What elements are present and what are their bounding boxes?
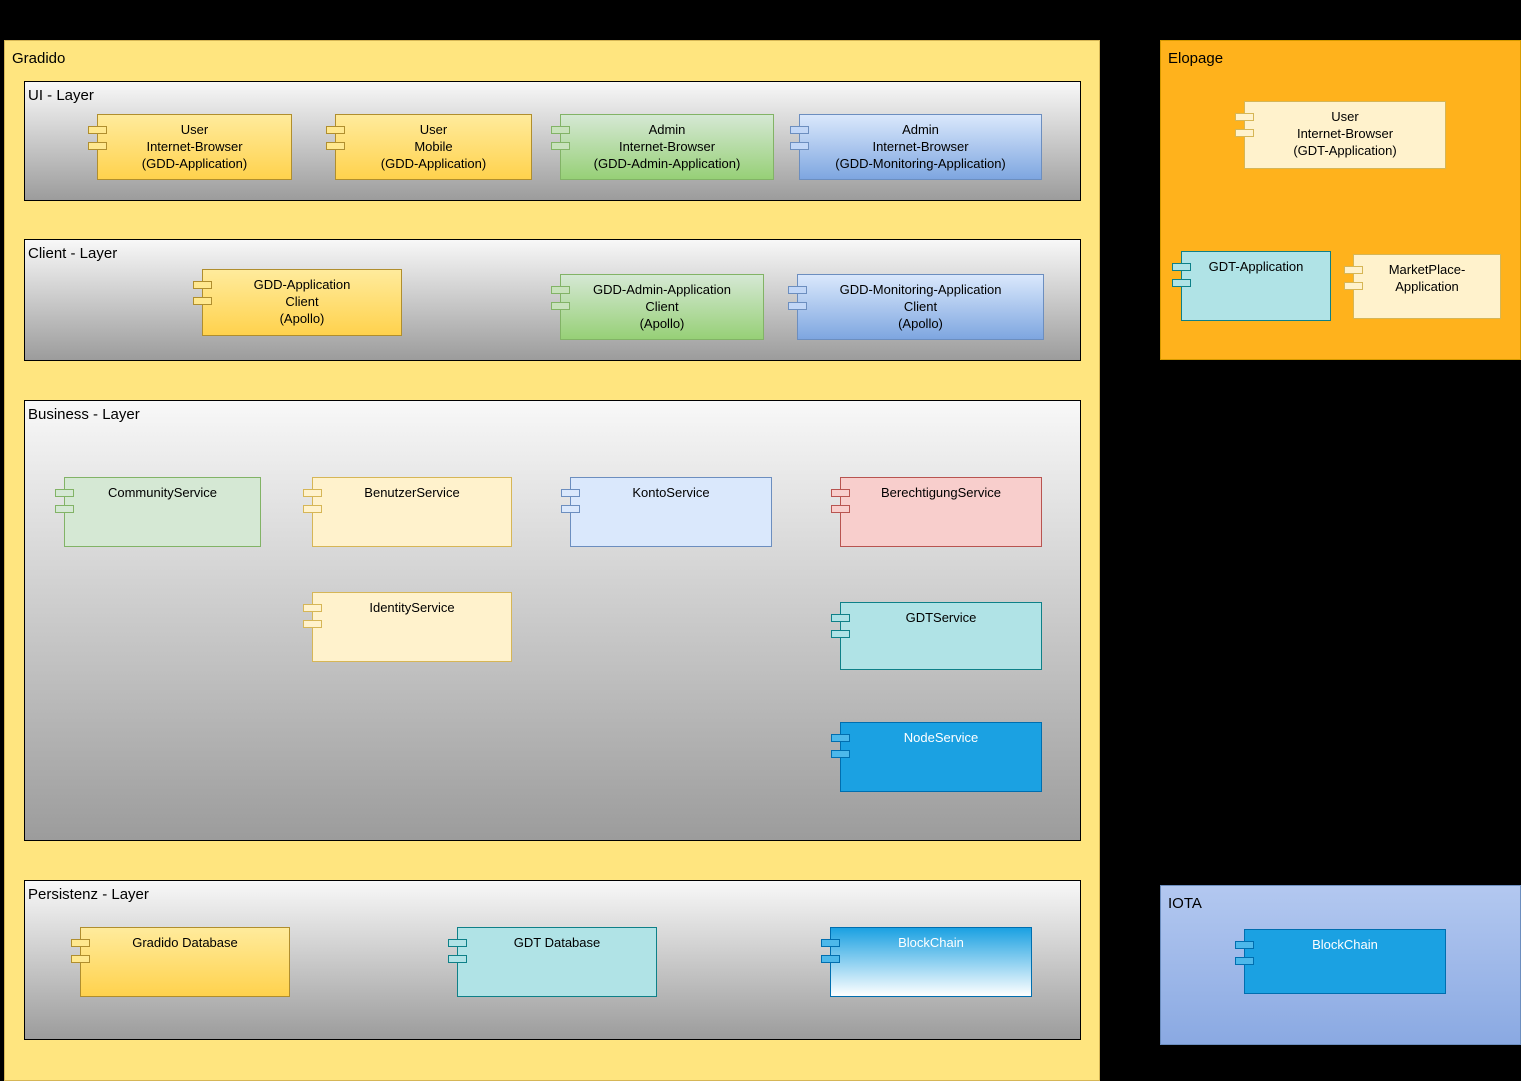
component-label: GDT-Application xyxy=(1208,259,1304,274)
container-elopage: Elopage User Internet-Browser (GDT-Appli… xyxy=(1160,40,1521,360)
uml-component-port-icon xyxy=(193,297,212,305)
layer-client-title: Client - Layer xyxy=(28,245,118,262)
uml-component-port-icon xyxy=(1235,957,1254,965)
component-label: GDD-Admin-Application Client (Apollo) xyxy=(593,282,731,331)
component-label: GDD-Application Client (Apollo) xyxy=(253,277,351,326)
component-label: BlockChain xyxy=(1312,937,1378,952)
layer-business-title: Business - Layer xyxy=(28,406,140,423)
uml-component-port-icon xyxy=(551,286,570,294)
uml-component-port-icon xyxy=(788,302,807,310)
uml-component-port-icon xyxy=(1235,941,1254,949)
component-user-mobile-gdd[interactable]: User Mobile (GDD-Application) xyxy=(326,114,532,180)
component-user-internet-browser-gdd[interactable]: User Internet-Browser (GDD-Application) xyxy=(88,114,292,180)
container-gradido: Gradido UI - Layer User Internet-Browser… xyxy=(4,40,1100,1081)
uml-component-port-icon xyxy=(448,955,467,963)
layer-business: Business - Layer CommunityService Benutz… xyxy=(24,400,1081,841)
uml-component-port-icon xyxy=(55,505,74,513)
uml-component-port-icon xyxy=(88,126,107,134)
component-gdtservice[interactable]: GDTService xyxy=(831,602,1042,670)
component-benutzerservice[interactable]: BenutzerService xyxy=(303,477,512,547)
uml-component-port-icon xyxy=(303,505,322,513)
container-iota-title: IOTA xyxy=(1168,895,1202,912)
component-gdd-admin-application-client[interactable]: GDD-Admin-Application Client (Apollo) xyxy=(551,274,764,340)
uml-component-port-icon xyxy=(551,126,570,134)
component-label: User Internet-Browser (GDD-Application) xyxy=(141,122,248,171)
uml-component-port-icon xyxy=(790,126,809,134)
component-label: GDT Database xyxy=(513,935,601,950)
component-iota-blockchain[interactable]: BlockChain xyxy=(1235,929,1446,994)
component-berechtigungservice[interactable]: BerechtigungService xyxy=(831,477,1042,547)
component-blockchain[interactable]: BlockChain xyxy=(821,927,1032,997)
component-user-internet-browser-gdt[interactable]: User Internet-Browser (GDT-Application) xyxy=(1235,101,1446,169)
uml-component-port-icon xyxy=(88,142,107,150)
component-label: IdentityService xyxy=(369,600,455,615)
component-label: Gradido Database xyxy=(132,935,238,950)
uml-component-port-icon xyxy=(831,630,850,638)
container-elopage-title: Elopage xyxy=(1168,50,1224,67)
component-label: MarketPlace- Application xyxy=(1388,262,1466,294)
uml-component-port-icon xyxy=(326,142,345,150)
component-nodeservice[interactable]: NodeService xyxy=(831,722,1042,792)
component-label: Admin Internet-Browser (GDD-Admin-Applic… xyxy=(593,122,741,171)
component-gdt-application[interactable]: GDT-Application xyxy=(1172,251,1331,321)
component-label: BerechtigungService xyxy=(881,485,1001,500)
uml-component-port-icon xyxy=(831,614,850,622)
uml-component-port-icon xyxy=(1235,129,1254,137)
component-gdt-database[interactable]: GDT Database xyxy=(448,927,657,997)
uml-component-port-icon xyxy=(55,489,74,497)
uml-component-port-icon xyxy=(788,286,807,294)
uml-component-port-icon xyxy=(303,489,322,497)
uml-component-port-icon xyxy=(71,955,90,963)
component-gdd-monitoring-application-client[interactable]: GDD-Monitoring-Application Client (Apoll… xyxy=(788,274,1044,340)
component-label: User Mobile (GDD-Application) xyxy=(380,122,487,171)
component-identityservice[interactable]: IdentityService xyxy=(303,592,512,662)
component-label: GDD-Monitoring-Application Client (Apoll… xyxy=(839,282,1002,331)
component-label: User Internet-Browser (GDT-Application) xyxy=(1293,109,1397,158)
component-label: GDTService xyxy=(905,610,977,625)
component-label: Admin Internet-Browser (GDD-Monitoring-A… xyxy=(835,122,1006,171)
uml-component-port-icon xyxy=(821,955,840,963)
component-label: CommunityService xyxy=(107,485,218,500)
layer-ui-title: UI - Layer xyxy=(28,87,94,104)
uml-component-port-icon xyxy=(303,604,322,612)
component-communityservice[interactable]: CommunityService xyxy=(55,477,261,547)
uml-component-port-icon xyxy=(71,939,90,947)
component-gdd-application-client[interactable]: GDD-Application Client (Apollo) xyxy=(193,269,402,336)
uml-component-port-icon xyxy=(821,939,840,947)
layer-persistenz: Persistenz - Layer Gradido Database GDT … xyxy=(24,880,1081,1040)
uml-component-port-icon xyxy=(448,939,467,947)
component-label: KontoService xyxy=(632,485,710,500)
uml-component-port-icon xyxy=(790,142,809,150)
uml-component-port-icon xyxy=(831,734,850,742)
component-label: BenutzerService xyxy=(364,485,460,500)
component-marketplace-application[interactable]: MarketPlace- Application xyxy=(1344,254,1501,319)
uml-component-port-icon xyxy=(831,505,850,513)
uml-component-port-icon xyxy=(561,489,580,497)
uml-component-port-icon xyxy=(1235,113,1254,121)
container-iota: IOTA BlockChain xyxy=(1160,885,1521,1045)
component-label: BlockChain xyxy=(898,935,964,950)
component-gradido-database[interactable]: Gradido Database xyxy=(71,927,290,997)
uml-component-port-icon xyxy=(551,302,570,310)
layer-persistenz-title: Persistenz - Layer xyxy=(28,886,149,903)
component-admin-internet-browser-gdd-monitoring[interactable]: Admin Internet-Browser (GDD-Monitoring-A… xyxy=(790,114,1042,180)
uml-component-port-icon xyxy=(326,126,345,134)
component-kontoservice[interactable]: KontoService xyxy=(561,477,772,547)
layer-client: Client - Layer GDD-Application Client (A… xyxy=(24,239,1081,361)
uml-component-port-icon xyxy=(1344,266,1363,274)
uml-component-port-icon xyxy=(303,620,322,628)
uml-component-port-icon xyxy=(193,281,212,289)
uml-component-port-icon xyxy=(1172,263,1191,271)
layer-ui: UI - Layer User Internet-Browser (GDD-Ap… xyxy=(24,81,1081,201)
uml-component-port-icon xyxy=(551,142,570,150)
uml-component-port-icon xyxy=(1172,279,1191,287)
component-admin-internet-browser-gdd-admin[interactable]: Admin Internet-Browser (GDD-Admin-Applic… xyxy=(551,114,774,180)
uml-component-port-icon xyxy=(831,750,850,758)
uml-component-port-icon xyxy=(561,505,580,513)
uml-component-port-icon xyxy=(1344,282,1363,290)
component-label: NodeService xyxy=(903,730,979,745)
uml-component-port-icon xyxy=(831,489,850,497)
container-gradido-title: Gradido xyxy=(12,50,66,67)
